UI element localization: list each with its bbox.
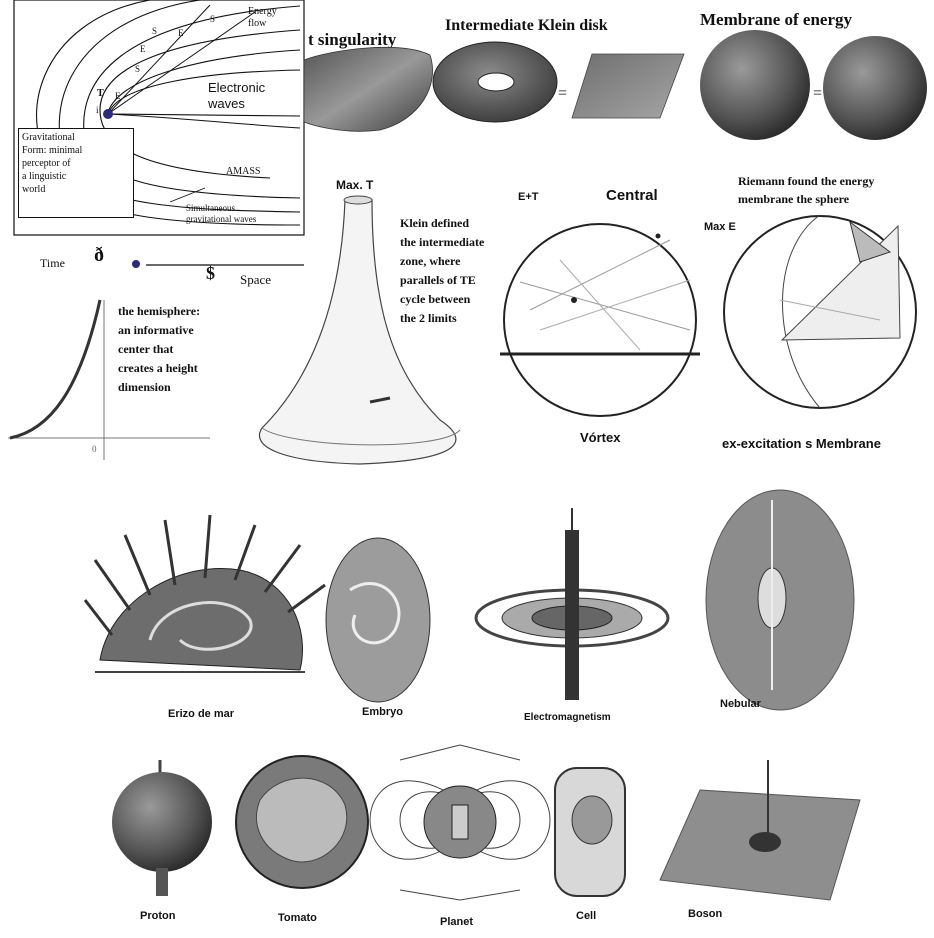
boson-icon (660, 760, 860, 900)
proton-icon (112, 760, 212, 896)
proton-caption: Proton (140, 910, 175, 922)
cell-caption: Cell (576, 910, 596, 922)
tomato-caption: Tomato (278, 912, 317, 924)
cell-icon (555, 768, 625, 896)
tomato-icon (236, 756, 368, 888)
planet-caption: Planet (440, 916, 473, 928)
boson-caption: Boson (688, 908, 722, 920)
planet-icon (370, 745, 550, 900)
